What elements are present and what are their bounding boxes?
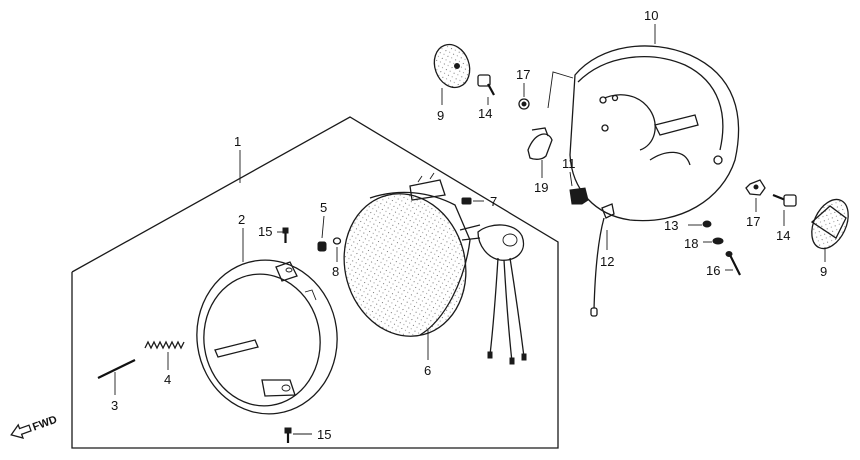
- callout-14-left: 14: [478, 106, 492, 121]
- callout-16: 16: [706, 263, 720, 278]
- screw-part-3: [97, 359, 136, 395]
- clip-part-11: [569, 171, 589, 205]
- callout-3: 3: [111, 398, 118, 413]
- callout-9-right: 9: [820, 264, 827, 279]
- nut-part-17-right: [745, 179, 766, 212]
- sealed-beam-unit-part-6: [343, 172, 527, 365]
- arrow-left-icon: [10, 423, 32, 439]
- callout-6: 6: [424, 363, 431, 378]
- callout-4: 4: [164, 372, 171, 387]
- nut-part-7: [461, 197, 484, 205]
- bracket-part-19: [527, 127, 553, 178]
- callout-1: 1: [234, 134, 241, 149]
- callout-10: 10: [644, 8, 658, 23]
- callout-14-right: 14: [776, 228, 790, 243]
- bolt-part-14-left: [477, 74, 495, 105]
- bolt-part-14-right: [772, 193, 797, 226]
- ground-wire-part-12: [590, 203, 615, 317]
- screw-part-15-lower: [284, 427, 312, 443]
- callout-15-lower: 15: [317, 427, 331, 442]
- callout-8: 8: [332, 264, 339, 279]
- fwd-label: FWD: [31, 414, 59, 434]
- callout-2: 2: [238, 212, 245, 227]
- screw-part-15-upper: [277, 227, 289, 243]
- callout-13: 13: [664, 218, 678, 233]
- reflector-part-9-left: [433, 43, 471, 105]
- callout-15-upper: 15: [258, 224, 272, 239]
- reflector-part-9-right: [810, 198, 849, 262]
- washer-part-18: [703, 237, 724, 245]
- callout-11: 11: [562, 156, 576, 171]
- callout-17-right: 17: [746, 214, 760, 229]
- callout-12: 12: [600, 254, 614, 269]
- assembly-outline: [71, 116, 559, 449]
- callout-17-left: 17: [516, 67, 530, 82]
- callout-5: 5: [320, 200, 327, 215]
- callout-19: 19: [534, 180, 548, 195]
- nut-part-13: [688, 220, 712, 228]
- spring-part-4: [144, 340, 185, 370]
- headlight-rim: [196, 228, 338, 415]
- washer-part-8: [332, 237, 342, 262]
- forward-direction-marker: FWD: [10, 414, 59, 439]
- callout-labels: 1 2 3 4 5 6 7 8 9 9 10 11 12 13 14 14 15…: [111, 8, 827, 442]
- bolt-part-16: [725, 251, 741, 276]
- headlight-case-part-10: [547, 24, 740, 222]
- nut-part-5: [317, 215, 327, 252]
- callout-7: 7: [490, 194, 497, 209]
- callout-9-left: 9: [437, 108, 444, 123]
- nut-part-17-left: [518, 83, 530, 110]
- callout-18: 18: [684, 236, 698, 251]
